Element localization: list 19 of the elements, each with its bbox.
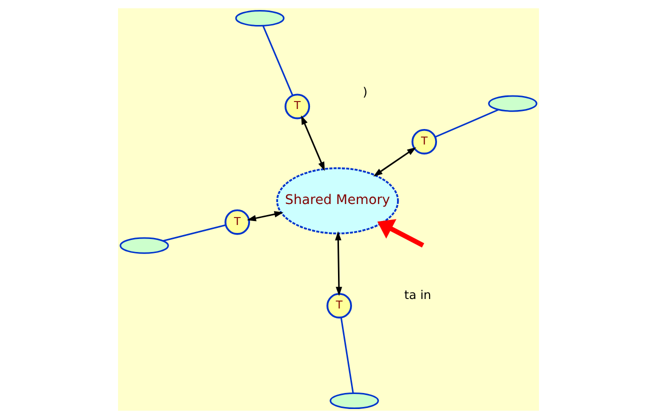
arrow — [334, 231, 342, 296]
node-cloud — [234, 10, 284, 27]
node-circle: T — [284, 94, 310, 120]
node-circle: T — [326, 292, 352, 318]
connector — [262, 26, 293, 96]
node-circle: T — [411, 128, 437, 154]
node-cloud — [119, 237, 168, 254]
node-circle: T — [224, 209, 250, 235]
arrow — [246, 211, 283, 222]
arrow — [376, 219, 424, 248]
connector — [340, 317, 354, 394]
node-cloud — [329, 392, 378, 410]
node-cloud — [488, 95, 537, 112]
connector — [434, 109, 498, 138]
label: ) — [362, 84, 368, 99]
arrow — [372, 147, 416, 176]
arrow — [300, 115, 324, 172]
label: ta in — [404, 288, 431, 302]
connector — [162, 224, 226, 242]
